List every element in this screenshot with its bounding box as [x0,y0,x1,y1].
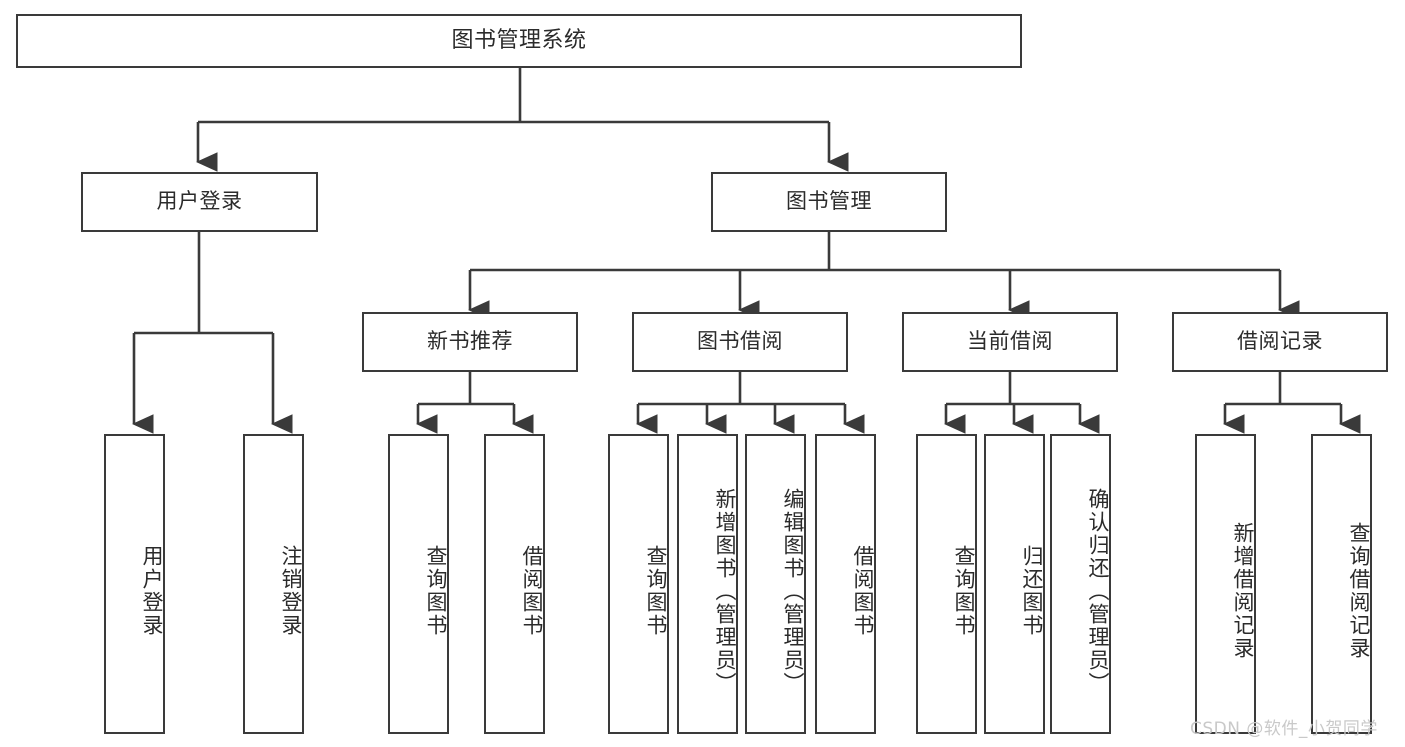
csdn-watermark: CSDN @软件_小贺同学 [1190,719,1378,739]
leaf-borrow-add-book-admin[interactable]: 新增图书（管理员） [677,434,738,734]
leaf-recommend-query-book-label: 查询图书 [424,545,448,637]
leaf-record-query-record-label: 查询借阅记录 [1347,522,1371,660]
leaf-borrow-borrow-book-label: 借阅图书 [851,545,875,637]
leaf-current-return-book-label: 归还图书 [1020,545,1044,637]
node-user-login-label: 用户登录 [156,189,243,214]
node-user-login[interactable]: 用户登录 [81,172,318,232]
leaf-borrow-query-book[interactable]: 查询图书 [608,434,669,734]
leaf-current-return-book[interactable]: 归还图书 [984,434,1045,734]
leaf-user-logout[interactable]: 注销登录 [243,434,304,734]
leaf-user-login[interactable]: 用户登录 [104,434,165,734]
leaf-borrow-edit-book-admin[interactable]: 编辑图书（管理员） [745,434,806,734]
leaf-current-query-book-label: 查询图书 [952,545,976,637]
leaf-user-logout-label: 注销登录 [279,545,303,637]
node-book-management-label: 图书管理 [786,189,872,214]
node-book-borrow-label: 图书借阅 [697,329,783,354]
leaf-current-query-book[interactable]: 查询图书 [916,434,977,734]
node-new-book-recommend[interactable]: 新书推荐 [362,312,578,372]
leaf-user-login-label: 用户登录 [140,545,164,637]
leaf-borrow-borrow-book[interactable]: 借阅图书 [815,434,876,734]
node-current-borrow[interactable]: 当前借阅 [902,312,1118,372]
node-current-borrow-label: 当前借阅 [967,329,1053,354]
leaf-record-add-record-label: 新增借阅记录 [1231,522,1255,660]
node-new-book-recommend-label: 新书推荐 [427,329,513,354]
node-root-label: 图书管理系统 [451,27,587,53]
node-book-management[interactable]: 图书管理 [711,172,947,232]
leaf-recommend-borrow-book-label: 借阅图书 [520,545,544,637]
leaf-recommend-borrow-book[interactable]: 借阅图书 [484,434,545,734]
leaf-current-confirm-return-admin[interactable]: 确认归还（管理员） [1050,434,1111,734]
node-root-book-management-system[interactable]: 图书管理系统 [16,14,1022,68]
node-borrow-record[interactable]: 借阅记录 [1172,312,1388,372]
leaf-borrow-add-book-admin-label: 新增图书（管理员） [713,487,737,695]
leaf-borrow-query-book-label: 查询图书 [644,545,668,637]
leaf-borrow-edit-book-admin-label: 编辑图书（管理员） [781,487,805,695]
leaf-record-query-record[interactable]: 查询借阅记录 [1311,434,1372,734]
leaf-recommend-query-book[interactable]: 查询图书 [388,434,449,734]
node-book-borrow[interactable]: 图书借阅 [632,312,848,372]
leaf-current-confirm-return-admin-label: 确认归还（管理员） [1086,487,1110,695]
node-borrow-record-label: 借阅记录 [1237,329,1323,354]
leaf-record-add-record[interactable]: 新增借阅记录 [1195,434,1256,734]
